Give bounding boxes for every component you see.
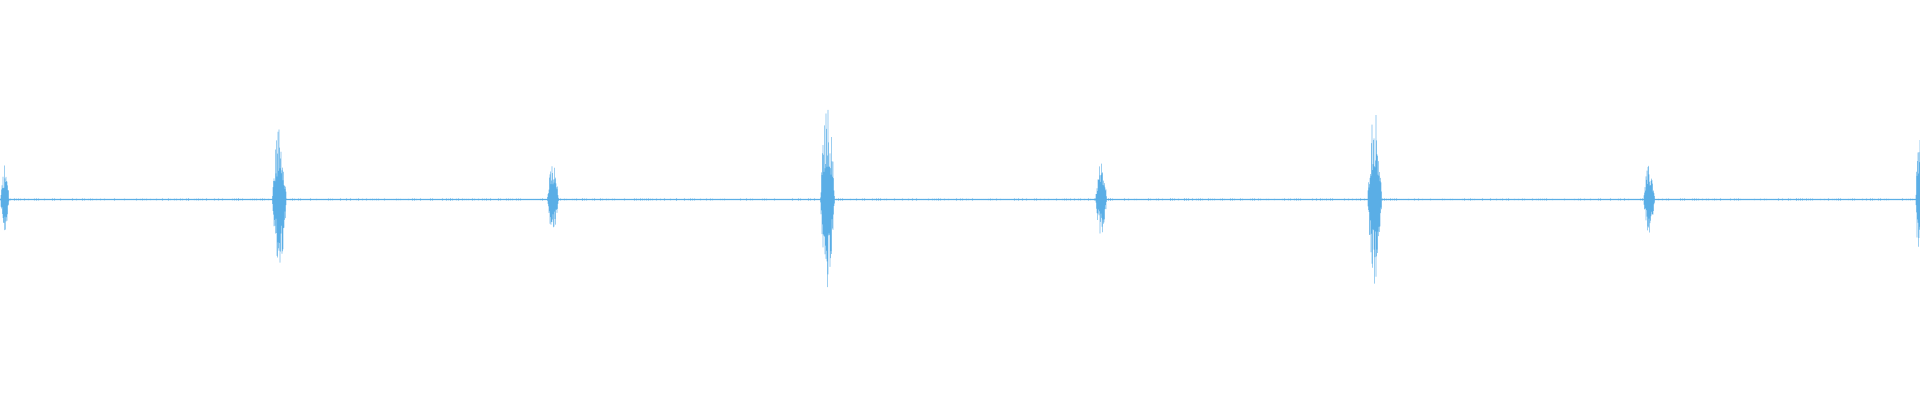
waveform-burst-6 bbox=[1367, 114, 1382, 284]
waveform-burst-2 bbox=[272, 129, 287, 263]
waveform-burst-7 bbox=[1643, 165, 1656, 233]
waveform-burst-1 bbox=[0, 165, 10, 231]
waveform-bursts bbox=[0, 109, 1920, 288]
waveform-burst-3 bbox=[547, 166, 559, 228]
waveform-burst-5 bbox=[1095, 163, 1107, 234]
waveform-burst-4 bbox=[820, 109, 835, 288]
